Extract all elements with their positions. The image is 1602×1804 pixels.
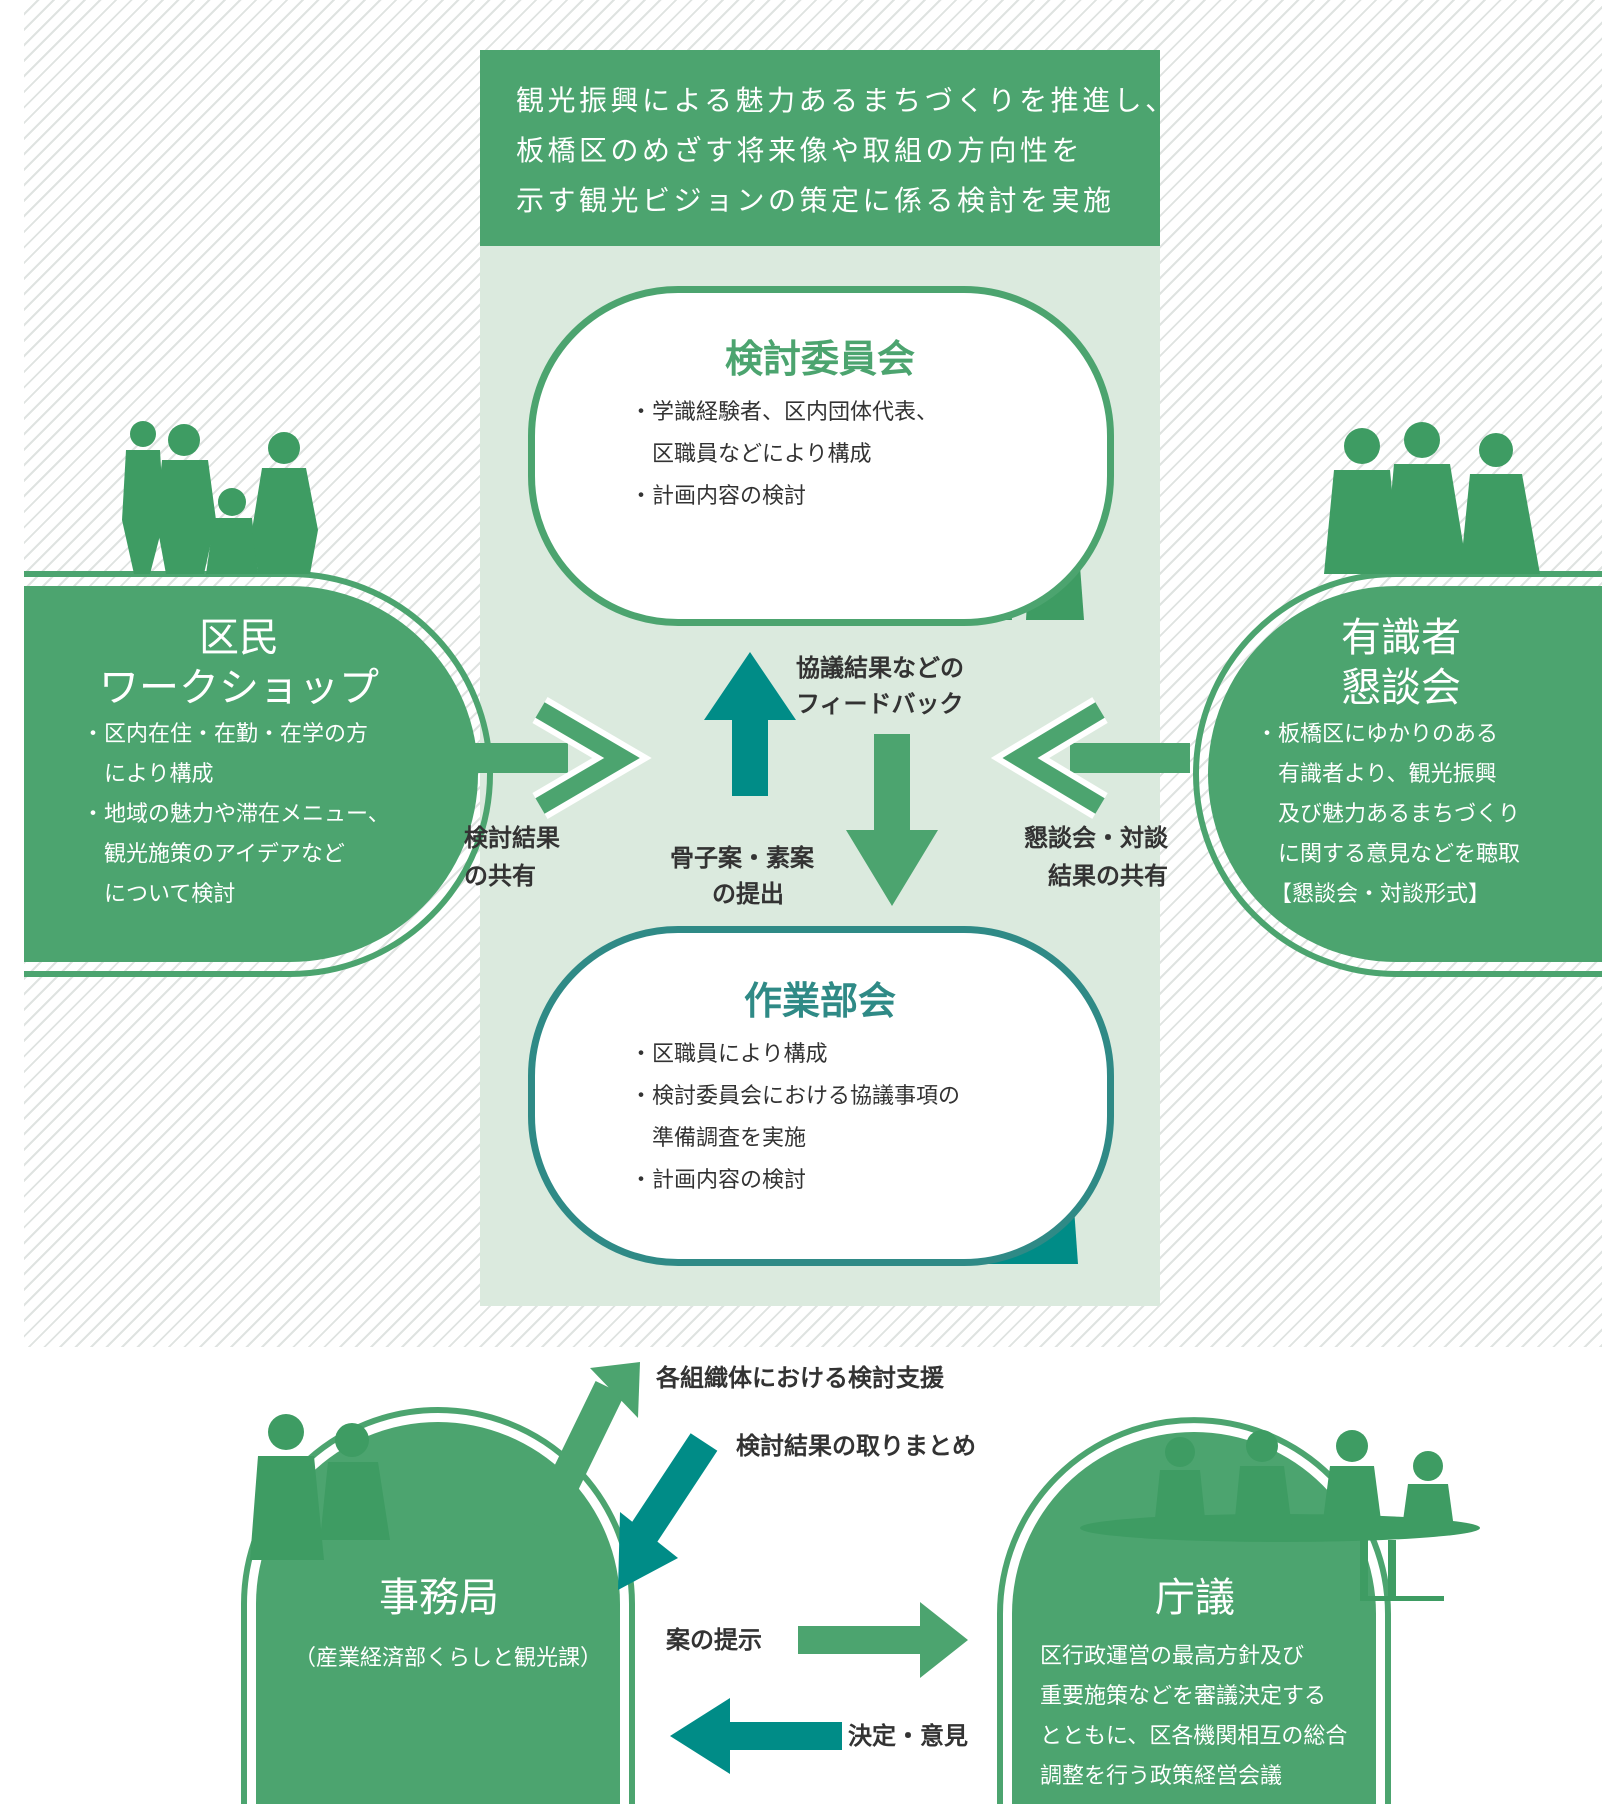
working-item-1: ・区職員により構成 bbox=[630, 1042, 828, 1067]
experts-shape-outline bbox=[1193, 571, 1602, 977]
council-title: 庁議 bbox=[1155, 1575, 1235, 1621]
committee-box bbox=[528, 286, 1114, 626]
experts-title-2: 懇談会 bbox=[1341, 665, 1461, 711]
workshop-item-2: により構成 bbox=[82, 762, 214, 787]
decision-label: 決定・意見 bbox=[848, 1722, 968, 1750]
feedback-up-arrow bbox=[704, 652, 796, 796]
experts-item-5: 【懇談会・対談形式】 bbox=[1270, 882, 1491, 907]
working-item-4: ・計画内容の検討 bbox=[630, 1168, 807, 1193]
workshop-item-3: ・地域の魅力や滞在メニュー、 bbox=[82, 802, 390, 827]
decision-arrow bbox=[670, 1698, 842, 1774]
experts-arrow bbox=[990, 697, 1190, 819]
feedback-label-2: フィードバック bbox=[796, 690, 964, 718]
experts-silhouette bbox=[1324, 422, 1540, 574]
secretariat-silhouette bbox=[250, 1414, 390, 1560]
proposal-arrow bbox=[798, 1602, 968, 1678]
proposal-label: 案の提示 bbox=[666, 1626, 762, 1654]
working-item-3: 準備調査を実施 bbox=[630, 1126, 807, 1151]
experts-item-4: に関する意見などを聴取 bbox=[1256, 842, 1521, 867]
experts-title-1: 有識者 bbox=[1341, 615, 1461, 661]
committee-item-3: ・計画内容の検討 bbox=[630, 484, 807, 509]
vision-line-1: 観光振興による魅力あるまちづくりを推進し、 bbox=[516, 84, 1177, 117]
working-group-title: 作業部会 bbox=[743, 979, 896, 1023]
working-group-box bbox=[528, 926, 1114, 1266]
council-silhouette bbox=[1080, 1430, 1480, 1601]
workshop-item-5: について検討 bbox=[82, 882, 236, 907]
workshop-share-label-1: 検討結果 bbox=[464, 824, 560, 852]
committee-item-2: 区職員などにより構成 bbox=[630, 442, 872, 467]
council-item-3: とともに、区各機関相互の総合 bbox=[1040, 1724, 1348, 1749]
experts-share-label-2: 結果の共有 bbox=[1048, 862, 1168, 890]
committee-item-1: ・学識経験者、区内団体代表、 bbox=[630, 400, 939, 425]
workshop-item-1: ・区内在住・在勤・在学の方 bbox=[82, 722, 369, 747]
experts-shape bbox=[1208, 586, 1602, 962]
family-silhouette bbox=[122, 421, 318, 574]
experts-item-3: 及び魅力あるまちづくり bbox=[1256, 802, 1521, 827]
support-diagonal-arrow bbox=[527, 1362, 640, 1535]
vision-box bbox=[480, 50, 1160, 246]
council-item-4: 調整を行う政策経営会議 bbox=[1040, 1764, 1283, 1789]
feedback-label-1: 協議結果などの bbox=[796, 654, 964, 682]
vision-line-3: 示す観光ビジョンの策定に係る検討を実施 bbox=[516, 184, 1115, 217]
secretariat-title: 事務局 bbox=[379, 1575, 499, 1621]
workshop-title-1: 区民 bbox=[199, 615, 279, 661]
draft-label-2: の提出 bbox=[712, 880, 784, 908]
council-item-1: 区行政運営の最高方針及び bbox=[1040, 1644, 1305, 1669]
vision-line-2: 板橋区のめざす将来像や取組の方向性を bbox=[516, 134, 1084, 167]
committee-title: 検討委員会 bbox=[724, 337, 915, 381]
workshop-item-4: 観光施策のアイデアなど bbox=[82, 842, 345, 867]
workshop-shape bbox=[24, 586, 478, 962]
compile-label: 検討結果の取りまとめ bbox=[736, 1432, 976, 1460]
experts-item-2: 有識者より、観光振興 bbox=[1256, 762, 1497, 787]
council-item-2: 重要施策などを審議決定する bbox=[1040, 1684, 1327, 1709]
experts-share-label-1: 懇談会・対談 bbox=[1024, 824, 1168, 852]
secretariat-subtitle: （産業経済部くらしと観光課） bbox=[294, 1646, 603, 1671]
draft-down-arrow bbox=[846, 734, 938, 906]
experts-item-1: ・板橋区にゆかりのある bbox=[1256, 722, 1499, 747]
draft-label-1: 骨子案・素案 bbox=[670, 844, 814, 872]
support-label: 各組織体における検討支援 bbox=[656, 1364, 944, 1392]
workshop-share-label-2: の共有 bbox=[464, 862, 536, 890]
working-item-2: ・検討委員会における協議事項の bbox=[630, 1084, 961, 1109]
workshop-title-2: ワークショップ bbox=[99, 665, 379, 711]
compile-diagonal-arrow bbox=[618, 1433, 718, 1590]
workshop-shape-outline bbox=[24, 571, 493, 977]
workshop-arrow bbox=[456, 697, 652, 819]
